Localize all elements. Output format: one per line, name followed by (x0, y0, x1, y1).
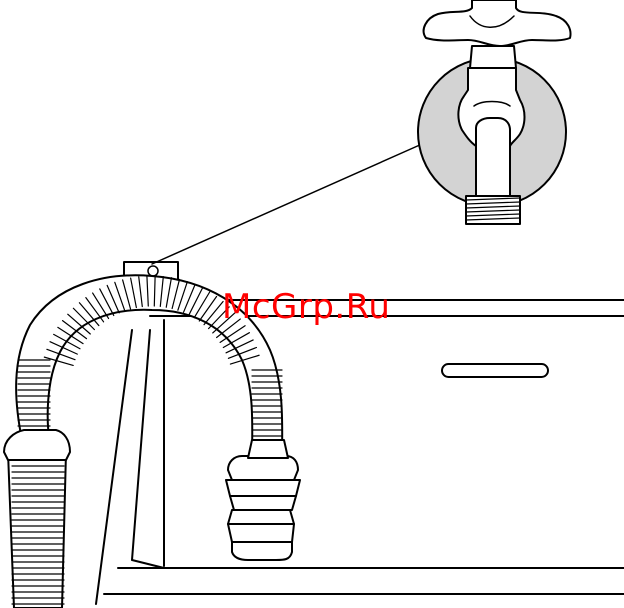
hose-outlet-fitting (226, 440, 300, 560)
water-tap-detail (418, 0, 570, 224)
washing-machine-body (96, 300, 624, 604)
watermark-text: McGrp.Ru (222, 287, 390, 327)
tap-handle (424, 0, 571, 46)
hose-rib (154, 276, 155, 306)
machine-handle-slot (442, 364, 548, 377)
hook-hole (148, 266, 158, 276)
detail-pointer-line (152, 144, 422, 264)
left-hose-cuff (4, 430, 70, 460)
